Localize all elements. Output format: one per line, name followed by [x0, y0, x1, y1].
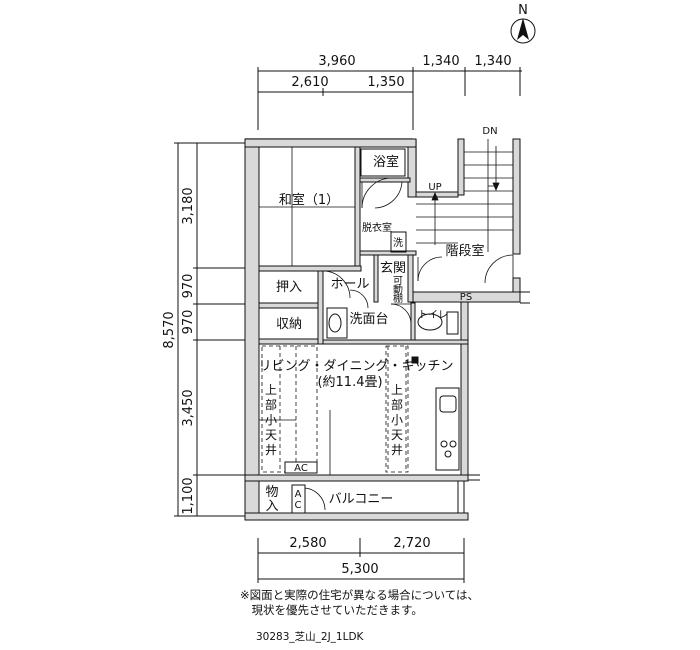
- upper-ceiling-right: 上 部 小 天 井: [391, 383, 403, 457]
- stairs-dn-label: DN: [482, 126, 497, 137]
- kadou-1: 可: [393, 276, 403, 287]
- room-balcony: バルコニー: [329, 492, 394, 507]
- compass-label: N: [518, 3, 528, 18]
- svg-text:部: 部: [265, 397, 277, 412]
- svg-text:小: 小: [265, 413, 277, 427]
- room-toilet: トイレ: [418, 310, 448, 321]
- note-line-1: ※図面と実際の住宅が異なる場合については、: [240, 588, 480, 602]
- dim-top-3960: 3,960: [318, 54, 355, 69]
- dashed-lines: [261, 301, 520, 473]
- monoire-1: 物: [265, 485, 278, 500]
- note-line-2: 現状を優先させていただきます。: [240, 603, 423, 617]
- ldk-divider: [259, 410, 331, 475]
- left-dimensions: [174, 142, 250, 517]
- kadou-3: 棚: [393, 292, 403, 305]
- svg-text:井: 井: [265, 443, 277, 457]
- dim-left-3180: 3,180: [181, 187, 196, 224]
- ac-inside-label: AC: [294, 463, 308, 474]
- dim-left-970a: 970: [181, 274, 196, 299]
- ac-outside-2: C: [295, 500, 302, 511]
- dim-left-1100: 1,100: [181, 477, 196, 514]
- svg-text:部: 部: [391, 397, 403, 412]
- tatami-lines: [259, 147, 355, 266]
- walls: [244, 138, 530, 521]
- svg-text:天: 天: [391, 428, 403, 442]
- disclaimer-note: ※図面と実際の住宅が異なる場合については、 現状を優先させていただきます。: [240, 588, 479, 618]
- svg-text:井: 井: [391, 443, 403, 457]
- svg-text:小: 小: [391, 413, 403, 427]
- ac-units: [284, 461, 318, 514]
- dim-top-1350: 1,350: [367, 75, 404, 90]
- dim-left-8570: 8,570: [162, 311, 177, 348]
- dim-top-1340b: 1,340: [474, 54, 511, 69]
- north-arrow-icon: N: [510, 3, 536, 44]
- dim-top-2610: 2,610: [291, 75, 328, 90]
- upper-ceiling-left: 上 部 小 天 井: [265, 383, 277, 457]
- dim-left-970b: 970: [181, 310, 196, 335]
- fixtures: [326, 148, 460, 471]
- ps-label: PS: [460, 292, 472, 303]
- bottom-dimensions: [257, 538, 465, 583]
- room-ldk-size: (約11.4畳): [317, 375, 382, 390]
- file-id: 30283_芝山_2J_1LDK: [256, 631, 364, 643]
- washer-label: 洗: [393, 237, 403, 249]
- room-washitsu: 和室（1）: [279, 192, 339, 208]
- svg-text:天: 天: [265, 428, 277, 442]
- dim-bottom-5300: 5,300: [341, 562, 378, 577]
- room-oshiire: 押入: [276, 280, 302, 295]
- ac-outside-1: A: [295, 489, 302, 500]
- svg-text:上: 上: [391, 383, 403, 397]
- room-shuno: 収納: [276, 317, 302, 332]
- dim-top-1340a: 1,340: [422, 54, 459, 69]
- room-hall: ホール: [330, 277, 369, 292]
- room-bath: 浴室: [373, 154, 399, 170]
- kadou-2: 動: [393, 283, 403, 296]
- room-dressing: 脱衣室: [362, 221, 392, 234]
- stairs-up-label: UP: [428, 182, 441, 193]
- monoire-2: 入: [265, 499, 278, 514]
- room-senmendai: 洗面台: [349, 312, 388, 327]
- door-swings: [302, 177, 514, 511]
- dim-bottom-2580: 2,580: [289, 536, 326, 551]
- svg-text:上: 上: [265, 383, 277, 397]
- dim-bottom-2720: 2,720: [393, 536, 430, 551]
- stair-treads: [416, 139, 513, 252]
- room-stairs: 階段室: [445, 243, 484, 259]
- dim-left-3450: 3,450: [181, 389, 196, 426]
- room-genkan: 玄関: [380, 261, 406, 276]
- room-ldk: リビング・ダイニング・キッチン: [258, 359, 453, 374]
- top-dimensions: [257, 67, 522, 130]
